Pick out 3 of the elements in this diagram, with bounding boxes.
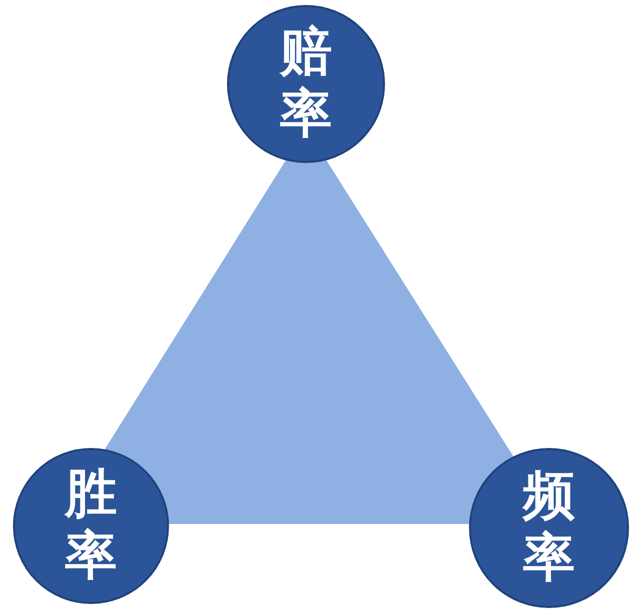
circle-label: 胜率 — [65, 464, 117, 588]
circle-label: 赔率 — [280, 22, 332, 146]
circle-label: 频率 — [523, 466, 575, 590]
